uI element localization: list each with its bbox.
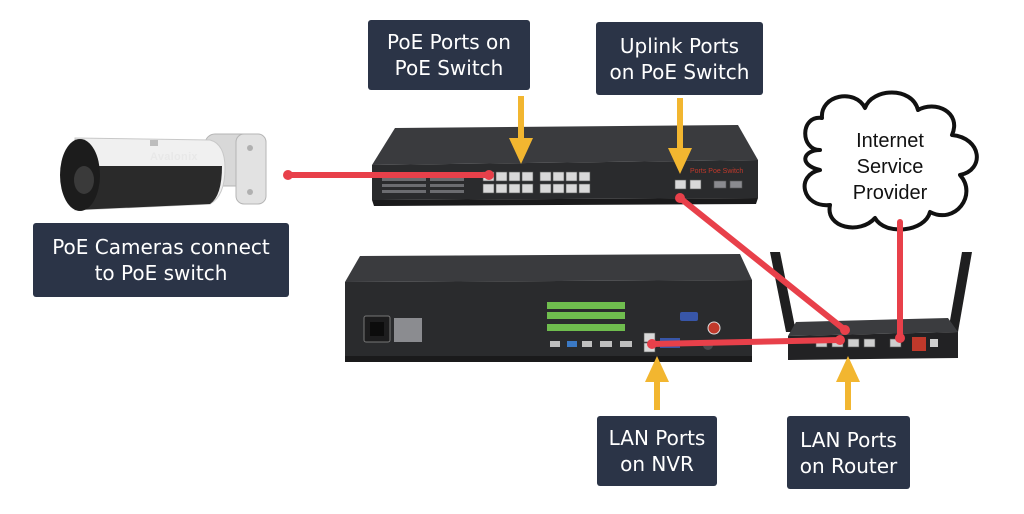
poe-camera	[60, 133, 267, 211]
label-lan-nvr: LAN Ports on NVR	[597, 416, 717, 486]
label-line: on PoE Switch	[609, 59, 750, 84]
nvr	[345, 254, 752, 362]
label-line: on NVR	[620, 452, 694, 476]
label-uplink-ports: Uplink Ports on PoE Switch	[596, 22, 763, 95]
cable-switch-to-router	[677, 195, 848, 333]
label-line: Provider	[852, 182, 928, 204]
nvr-audio-jack	[707, 321, 721, 335]
label-line: LAN Ports	[608, 426, 706, 450]
label-line: Uplink Ports	[619, 33, 740, 58]
label-poe-ports: PoE Ports on PoE Switch	[368, 20, 530, 90]
arrow-uplink-ports	[668, 98, 692, 174]
label-line: PoE Ports on	[387, 30, 511, 54]
arrow-lan-nvr	[645, 356, 669, 410]
pointer-arrows	[509, 96, 860, 410]
cable-nvr-to-router	[649, 337, 843, 347]
isp-cloud	[802, 90, 979, 232]
arrow-lan-router	[836, 356, 860, 410]
switch-poe-ports	[482, 171, 591, 194]
switch-brand-text: Ports Poe Switch	[690, 168, 744, 175]
label-line: PoE Cameras connect	[52, 235, 270, 259]
nvr-rs232-port	[680, 312, 698, 321]
arrow-poe-ports	[509, 96, 533, 164]
label-line: LAN Ports	[800, 427, 897, 452]
nvr-fan-grille	[394, 318, 422, 342]
nvr-alarm-terminals	[547, 302, 625, 331]
switch-uplink-ports	[674, 179, 743, 190]
label-line: to PoE switch	[94, 261, 228, 285]
nvr-power-socket	[363, 315, 391, 343]
label-poe-cameras: PoE Cameras connect to PoE switch	[33, 223, 289, 297]
label-line: PoE Switch	[394, 56, 504, 80]
label-lan-router: LAN Ports on Router	[787, 416, 910, 489]
label-line: Internet	[856, 130, 924, 152]
label-isp: Internet Service Provider	[830, 128, 950, 206]
label-line: on Router	[799, 453, 898, 478]
camera-brand-text: Avalonix	[150, 151, 198, 163]
network-cables	[285, 172, 903, 347]
poe-switch	[372, 125, 758, 206]
label-line: Service	[856, 156, 924, 178]
